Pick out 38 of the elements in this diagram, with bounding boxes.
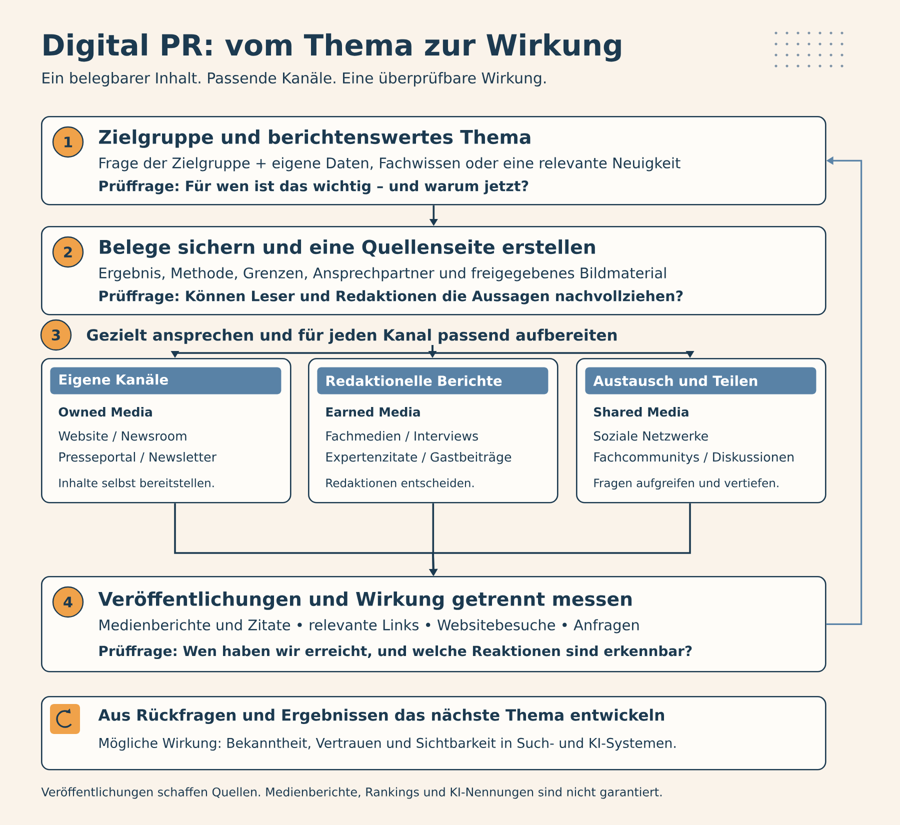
step-box	[41, 226, 826, 316]
channel-item: Soziale Netzwerke	[594, 430, 708, 441]
step-text: Ergebnis, Methode, Grenzen, Ansprechpartner und freigegebenes Bildmaterial	[100, 267, 666, 282]
channel-header: Eigene Kanäle	[50, 367, 282, 394]
channel-header: Austausch und Teilen	[585, 367, 816, 394]
step-number: 1	[52, 126, 84, 158]
check-question: Prüffrage: Können Leser und Redaktionen die Aussagen nachvollziehen?	[100, 290, 683, 304]
step-heading: Belege sichern und eine Quellenseite erstellen	[100, 239, 595, 258]
channel-item: Presseportal / Newsletter	[59, 452, 217, 464]
media-type: Earned Media	[326, 407, 420, 417]
subtitle: Ein belegbarer Inhalt. Passende Kanäle. Eine überprüfbare Wirkung.	[42, 72, 546, 86]
channel-item: Fachmedien / Interviews	[326, 430, 478, 442]
channel-item: Website / Newsroom	[58, 430, 186, 442]
title: Digital PR: vom Thema zur Wirkung	[44, 33, 621, 62]
step-heading: Aus Rückfragen und Ergebnissen das nächste Thema entwickeln	[98, 708, 664, 724]
step-box	[41, 116, 826, 206]
step-heading: Gezielt ansprechen und für jeden Kanal passend aufbereiten	[86, 328, 617, 344]
step-box	[41, 576, 826, 672]
step-box	[41, 696, 826, 770]
step-text: Medienberichte und Zitate • relevante Links • Websitebesuche • Anfragen	[100, 619, 639, 634]
step-heading: Zielgruppe und berichtenswertes Thema	[99, 129, 530, 148]
channel-note: Fragen aufgreifen und vertiefen.	[594, 478, 778, 490]
step-number: 2	[52, 236, 84, 268]
step-number: 3	[40, 319, 72, 351]
channel-item: Expertenzitate / Gastbeiträge	[326, 452, 512, 464]
step-number: 4	[52, 586, 84, 618]
step-text: Frage der Zielgruppe + eigene Daten, Fachwissen oder eine relevante Neuigkeit	[100, 157, 680, 172]
channel-note: Inhalte selbst bereitstellen.	[59, 478, 214, 488]
channel-item: Fachcommunitys / Diskussionen	[594, 452, 794, 464]
footnote: Veröffentlichungen schaffen Quellen. Medienberichte, Rankings und KI-Nennungen sind nicht garantiert.	[41, 787, 662, 799]
check-question: Prüffrage: Für wen ist das wichtig – und warum jetzt?	[100, 180, 528, 194]
media-type: Owned Media	[58, 407, 152, 417]
channel-note: Redaktionen entscheiden.	[326, 478, 474, 488]
media-type: Shared Media	[594, 407, 688, 417]
step-heading: Veröffentlichungen und Wirkung getrennt messen	[98, 591, 632, 610]
step-text: Mögliche Wirkung: Bekanntheit, Vertrauen und Sichtbarkeit in Such- und KI-Systemen.	[100, 738, 676, 751]
check-question: Prüffrage: Wen haben wir erreicht, und welche Reaktionen sind erkennbar?	[99, 645, 692, 660]
channel-header: Redaktionelle Berichte	[317, 367, 548, 394]
